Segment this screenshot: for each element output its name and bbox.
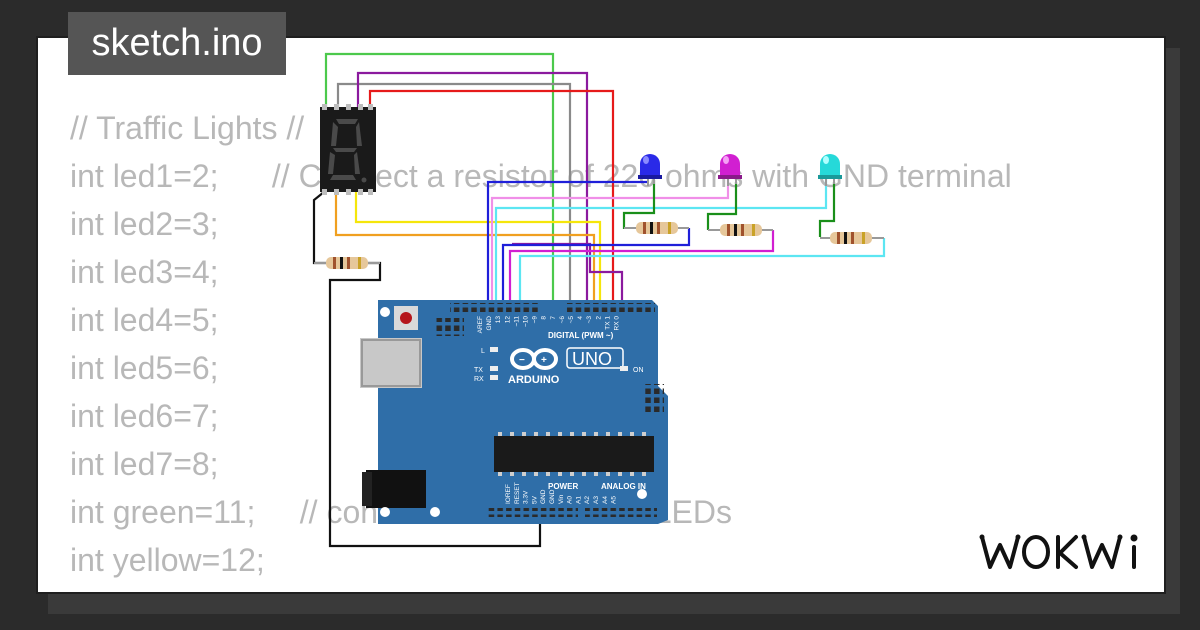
- arduino-label: ARDUINO: [508, 374, 560, 386]
- wire-green: [324, 52, 555, 305]
- code-line[interactable]: int led2=3;: [70, 206, 219, 242]
- digital-header-right: [565, 303, 655, 312]
- analog-header: [585, 508, 657, 517]
- pin-label: 5V: [531, 495, 538, 504]
- pin-label: IOREF: [505, 484, 512, 504]
- pin-label: 4: [577, 316, 584, 320]
- svg-text:RX: RX: [474, 376, 484, 383]
- pin-label: 8: [541, 316, 548, 320]
- code-line[interactable]: int led6=7;: [70, 398, 219, 434]
- pin-label: GND: [486, 316, 493, 331]
- wire-yellow: [354, 190, 602, 305]
- led-blue[interactable]: [638, 154, 662, 186]
- code-line[interactable]: int led1=2; // Connect a resistor of 220…: [70, 158, 1012, 194]
- uno-badge: [566, 347, 624, 369]
- svg-text:−: −: [519, 355, 525, 366]
- code-line[interactable]: // Traffic Lights //: [70, 110, 305, 146]
- uno-label: UNO: [572, 349, 612, 369]
- pin-label: GND: [540, 489, 547, 504]
- led-rx: [490, 375, 498, 380]
- wire-magenta-res: [508, 230, 775, 305]
- wire-purple: [356, 71, 589, 305]
- analog-label: ANALOG IN: [601, 482, 646, 491]
- pin-label: Vin: [558, 494, 565, 504]
- resistor-1[interactable]: [314, 257, 380, 269]
- pin-label: RESET: [514, 482, 521, 504]
- code-line[interactable]: int led7=8;: [70, 446, 219, 482]
- pin-label: ~10: [523, 316, 530, 327]
- pin-label: ~5: [568, 316, 575, 324]
- seven-segment-display[interactable]: [320, 104, 376, 195]
- pin-label: RX 0: [614, 316, 621, 331]
- power-label: POWER: [548, 482, 578, 491]
- arduino-infinity-logo: [510, 348, 558, 370]
- pin-label: 12: [504, 316, 511, 324]
- resistor-4[interactable]: [820, 232, 884, 244]
- resistor-3[interactable]: [708, 224, 773, 236]
- pin-label: ~3: [586, 316, 593, 324]
- wire-green-led2: [706, 182, 738, 230]
- led-magenta[interactable]: [718, 154, 742, 186]
- pin-label: 13: [495, 316, 502, 324]
- led-l: [490, 347, 498, 352]
- pin-label: AREF: [477, 316, 484, 333]
- svg-text:ON: ON: [633, 367, 644, 374]
- pin-label: 2: [595, 316, 602, 320]
- code-line[interactable]: int led3=4;: [70, 254, 219, 290]
- wire-blue-res: [501, 228, 691, 305]
- code-line[interactable]: int yellow=12;: [70, 542, 265, 578]
- svg-text:+: +: [541, 355, 547, 366]
- pin-label: ~6: [559, 316, 566, 324]
- led-tx: [490, 366, 498, 371]
- led-on: [620, 366, 628, 371]
- wokwi-logo: [979, 534, 1138, 569]
- wire-cyan-led: [494, 178, 828, 305]
- wire-blue-led: [486, 180, 648, 305]
- wire-gray: [336, 82, 572, 305]
- code-line[interactable]: int led4=5;: [70, 302, 219, 338]
- pin-label: A3: [593, 496, 600, 504]
- power-jack: [366, 470, 426, 508]
- digital-header-label: DIGITAL (PWM ~): [548, 331, 614, 340]
- wire-black: [312, 191, 542, 548]
- power-header: [488, 508, 578, 517]
- pin-label: ~9: [532, 316, 539, 324]
- wire-orange: [334, 190, 596, 305]
- pin-label: A5: [611, 496, 618, 504]
- svg-text:TX: TX: [474, 367, 483, 374]
- digital-header-left: [450, 303, 540, 312]
- pin-label: A0: [567, 496, 574, 504]
- resistor-2[interactable]: [624, 222, 689, 234]
- icsp-header: [436, 318, 464, 336]
- wire-pink-led: [490, 178, 730, 305]
- led-cyan[interactable]: [818, 154, 842, 186]
- code-line[interactable]: int led5=6;: [70, 350, 219, 386]
- microcontroller-chip: [494, 436, 654, 472]
- svg-text:L: L: [481, 348, 485, 355]
- wire-green-led3: [818, 182, 836, 237]
- wire-purple-2: [512, 242, 624, 305]
- arduino-uno-board[interactable]: − + UNO ARDUINO DIGITAL (PWM ~) POWER AN…: [360, 300, 668, 524]
- wires: [312, 52, 886, 548]
- file-tab-title[interactable]: sketch.ino: [68, 12, 286, 75]
- code-line[interactable]: int red=13;: [70, 584, 1012, 592]
- pin-label: A4: [602, 496, 609, 504]
- pin-label: GND: [549, 489, 556, 504]
- wire-green-led1: [622, 180, 656, 229]
- wire-cyan-res: [518, 238, 886, 305]
- usb-connector: [360, 338, 422, 388]
- pin-label: 7: [550, 316, 557, 320]
- pin-label: A2: [584, 496, 591, 504]
- pin-label: ~11: [513, 316, 520, 327]
- pin-label: 3.3V: [523, 490, 530, 504]
- pin-label: TX 1: [604, 316, 611, 330]
- pin-label: A1: [575, 496, 582, 504]
